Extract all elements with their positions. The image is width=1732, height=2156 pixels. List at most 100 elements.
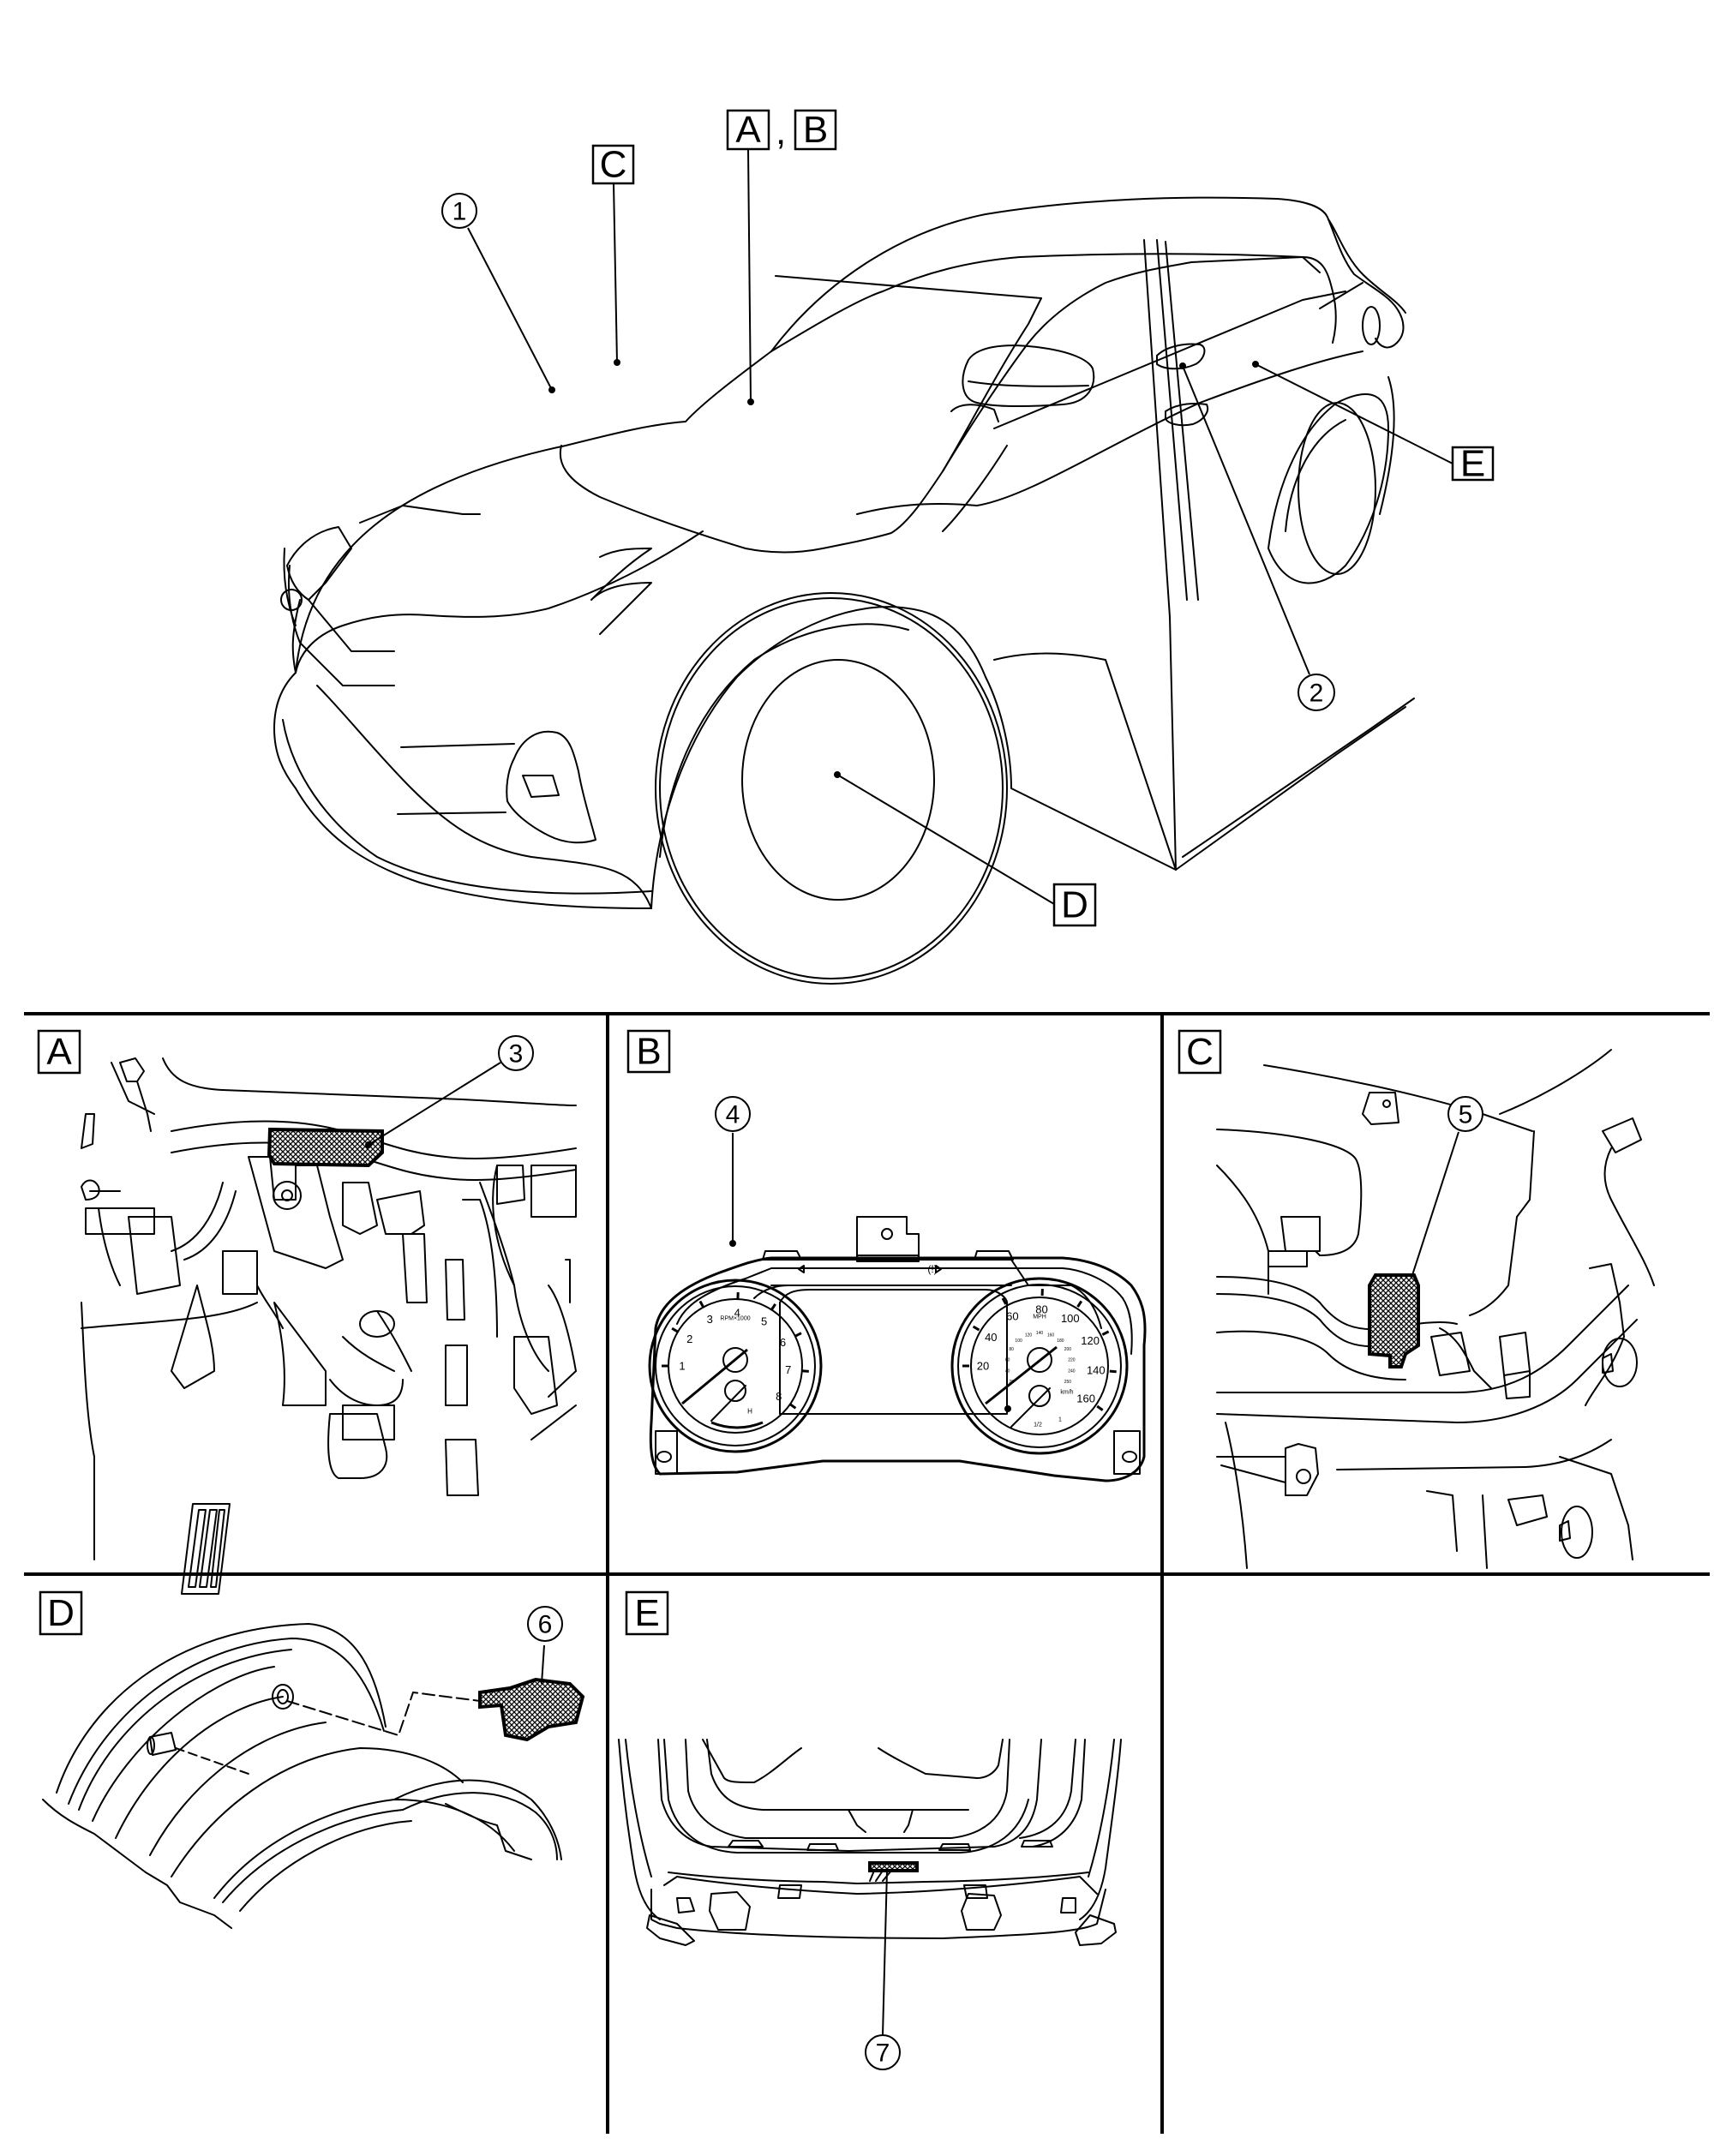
panel-a-label: A: [37, 1029, 81, 1075]
panel-d-label: D: [39, 1590, 83, 1636]
panel-e: E: [618, 1590, 1122, 2070]
temp-mark: H: [747, 1408, 752, 1416]
callout-7: 7: [865, 2034, 901, 2070]
tach-number: 2: [686, 1333, 692, 1345]
tach-number: 5: [761, 1315, 767, 1327]
wheel-rim-drawing: [42, 1623, 585, 1929]
svg-text:(!): (!): [927, 1263, 937, 1275]
mph-number: 140: [1087, 1363, 1106, 1376]
svg-text:2: 2: [1309, 680, 1324, 708]
tach-number-tick: [698, 1300, 705, 1309]
svg-text:4: 4: [726, 1101, 740, 1129]
callout-4: 4: [715, 1096, 751, 1132]
svg-text:A: A: [46, 1031, 72, 1073]
kmh-unit: km/h: [1060, 1390, 1073, 1396]
svg-text:5: 5: [1459, 1101, 1473, 1129]
panel-c-label: C: [1178, 1029, 1222, 1075]
svg-text:3: 3: [509, 1040, 524, 1069]
view-label-a: A: [726, 109, 770, 151]
panel-e-label: E: [625, 1590, 669, 1636]
speed-needle: [985, 1345, 1058, 1405]
overview-leaders: [467, 148, 1453, 905]
tach-number-tick: [794, 1332, 802, 1338]
mph-number: 160: [1076, 1392, 1095, 1404]
svg-text:1: 1: [452, 198, 467, 226]
tach-needle: [681, 1348, 748, 1405]
mph-number: 60: [1006, 1310, 1018, 1323]
mph-number-tick: [1096, 1404, 1104, 1411]
fuel-needle: [1010, 1387, 1051, 1428]
kmh-number: 140: [1036, 1331, 1044, 1336]
panel-b-label: B: [626, 1029, 671, 1074]
kmh-number: 200: [1064, 1347, 1072, 1352]
svg-text:E: E: [1460, 443, 1485, 485]
mph-unit: MPH: [1033, 1315, 1046, 1321]
tach-number-tick: [789, 1403, 797, 1410]
tach-number: 6: [780, 1336, 786, 1349]
tachometer: 1 2 3 4 5 6 7 8 RPM×1000 H: [648, 1279, 823, 1453]
rear-bumper-drawing: [618, 1739, 1122, 2036]
kmh-number: 40: [1005, 1369, 1010, 1374]
view-label-e: E: [1451, 443, 1495, 485]
svg-text:7: 7: [876, 2039, 890, 2068]
mph-number: 40: [985, 1331, 997, 1344]
svg-text:A: A: [735, 109, 761, 151]
callout-3: 3: [498, 1035, 534, 1071]
tach-number-tick: [801, 1369, 809, 1373]
callout-5: 5: [1447, 1096, 1483, 1132]
mph-number-tick: [1109, 1369, 1117, 1374]
tach-number: 3: [707, 1313, 713, 1326]
panel-grid: [24, 1012, 1710, 2134]
svg-text:C: C: [600, 144, 627, 186]
kmh-number: 220: [1068, 1357, 1076, 1362]
svg-text:B: B: [803, 109, 828, 151]
tach-number: 7: [785, 1363, 791, 1376]
kmh-number: 60: [1005, 1357, 1010, 1362]
tach-number: 8: [776, 1390, 782, 1403]
svg-text:6: 6: [538, 1611, 553, 1639]
svg-text:D: D: [1061, 884, 1088, 926]
svg-text:B: B: [636, 1031, 661, 1073]
fuel-full-mark: 1: [1058, 1417, 1062, 1423]
tach-number: 1: [679, 1360, 685, 1373]
kmh-number: 120: [1025, 1333, 1033, 1338]
tach-unit: RPM×1000: [720, 1316, 750, 1322]
mph-number: 100: [1061, 1312, 1080, 1325]
mph-number: 120: [1081, 1334, 1100, 1347]
kmh-number: 180: [1057, 1339, 1064, 1344]
tach-number-tick: [770, 1303, 776, 1311]
mph-number-tick: [1001, 1297, 1008, 1305]
body-panel-drawing: [1216, 1049, 1655, 1569]
svg-text:C: C: [1186, 1031, 1214, 1073]
connector-7-hatched: [868, 1861, 919, 1872]
panel-b: B (!): [626, 1029, 1147, 1482]
svg-text:D: D: [47, 1592, 75, 1634]
view-label-c: C: [591, 144, 635, 186]
mph-number: 80: [1035, 1303, 1047, 1316]
callout-2: 2: [1298, 674, 1335, 711]
kmh-number: 250: [1064, 1380, 1072, 1385]
tach-number: 4: [734, 1307, 740, 1320]
kmh-number: 240: [1068, 1369, 1076, 1374]
panel-d: D 6: [39, 1590, 585, 1929]
view-label-d: D: [1052, 883, 1097, 927]
panel-c: C: [1178, 1029, 1655, 1569]
kmh-number: 160: [1047, 1333, 1055, 1338]
vehicle-overview: C A , B D E 1 2: [273, 109, 1495, 985]
fuel-half-mark: 1/2: [1034, 1422, 1042, 1428]
mph-number-tick: [972, 1325, 980, 1332]
component-3-hatched: [267, 1127, 384, 1168]
view-label-b: B: [794, 109, 837, 151]
component-5-hatched: [1368, 1273, 1420, 1368]
vehicle-body-outline: [273, 196, 1415, 985]
kmh-number: 100: [1015, 1339, 1022, 1344]
mph-number-tick: [1076, 1300, 1083, 1308]
mph-number-tick: [1101, 1330, 1110, 1336]
callout-6: 6: [527, 1606, 563, 1642]
tach-number-tick: [671, 1327, 679, 1333]
panel-a: A: [37, 1029, 577, 1595]
